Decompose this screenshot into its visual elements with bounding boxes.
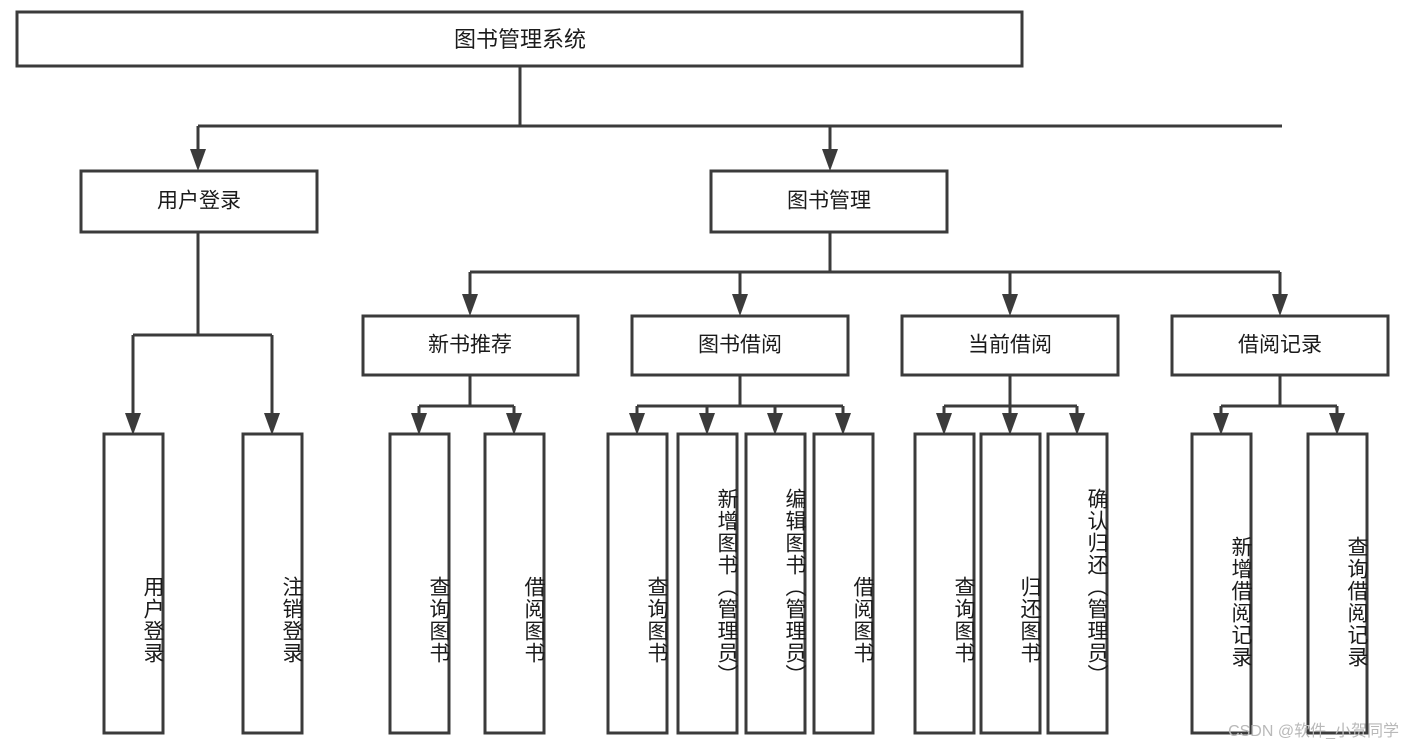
node-root-label: 图书管理系统: [454, 27, 586, 52]
arrow-icon: [1069, 413, 1085, 435]
node-borrow-records[interactable]: 借阅记录: [1170, 314, 1390, 377]
leaf-box-borrow-3[interactable]: [812, 432, 875, 735]
node-user-login-label: 用户登录: [157, 190, 241, 213]
connector-new-book-to-leaves: [411, 375, 522, 435]
node-new-book-recommend-label: 新书推荐: [428, 334, 512, 357]
connector-records-to-leaves: [1213, 375, 1345, 435]
node-user-login[interactable]: 用户登录: [79, 169, 319, 234]
arrow-icon: [1213, 413, 1229, 435]
leaf-box-current-1[interactable]: [979, 432, 1042, 735]
arrow-icon: [767, 413, 783, 435]
arrow-icon: [1002, 413, 1018, 435]
leaf-box-new-book-0[interactable]: [388, 432, 451, 735]
connector-root-to-level2: [190, 66, 1282, 171]
connector-book-mgmt-to-level3: [462, 232, 1288, 316]
watermark-text: CSDN @软件_小贺同学: [1228, 723, 1399, 740]
leaf-box-borrow-1[interactable]: [676, 432, 739, 735]
leaf-box-current-0[interactable]: [913, 432, 976, 735]
arrow-icon: [411, 413, 427, 435]
node-book-borrow[interactable]: 图书借阅: [630, 314, 850, 377]
arrow-icon: [125, 413, 141, 435]
arrow-icon: [506, 413, 522, 435]
node-book-management[interactable]: 图书管理: [709, 169, 949, 234]
connector-borrow-to-leaves: [629, 375, 851, 435]
node-book-borrow-label: 图书借阅: [698, 334, 782, 357]
leaf-box-current-2[interactable]: [1046, 432, 1109, 735]
node-borrow-records-label: 借阅记录: [1238, 334, 1322, 357]
arrow-icon: [629, 413, 645, 435]
arrow-icon: [1329, 413, 1345, 435]
arrow-icon: [936, 413, 952, 435]
arrow-icon: [732, 294, 748, 316]
leaf-box-user-login-0[interactable]: [102, 432, 165, 735]
arrow-icon: [1002, 294, 1018, 316]
arrow-icon: [264, 413, 280, 435]
leaf-box-records-0[interactable]: [1190, 432, 1253, 735]
connector-user-login-to-leaves: [125, 232, 280, 435]
node-current-borrow[interactable]: 当前借阅: [900, 314, 1120, 377]
node-current-borrow-label: 当前借阅: [968, 334, 1052, 357]
leaf-box-new-book-1[interactable]: [483, 432, 546, 735]
arrow-icon: [462, 294, 478, 316]
arrow-icon: [822, 149, 838, 171]
node-book-management-label: 图书管理: [787, 190, 871, 213]
arrow-icon: [1272, 294, 1288, 316]
arrow-icon: [190, 149, 206, 171]
arrow-icon: [835, 413, 851, 435]
node-new-book-recommend[interactable]: 新书推荐: [361, 314, 580, 377]
node-root[interactable]: 图书管理系统: [15, 10, 1024, 68]
connector-current-to-leaves: [936, 375, 1085, 435]
leaf-box-borrow-2[interactable]: [744, 432, 807, 735]
leaf-box-user-login-1[interactable]: [241, 432, 304, 735]
arrow-icon: [699, 413, 715, 435]
leaf-box-borrow-0[interactable]: [606, 432, 669, 735]
leaf-box-records-1[interactable]: [1306, 432, 1369, 735]
